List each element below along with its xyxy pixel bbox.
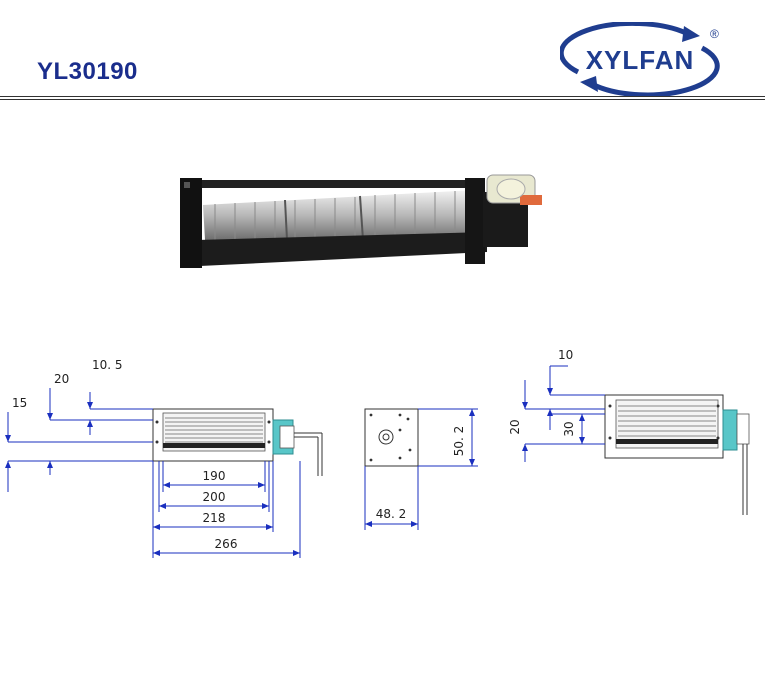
side-view: 10 20 30 [508, 348, 750, 515]
xylfan-logo: XYLFAN ® [560, 22, 720, 96]
technical-drawing: 10. 5 20 15 190 200 218 266 [5, 348, 750, 558]
crossflow-fan-photo [180, 174, 542, 268]
dim-190: 190 [203, 469, 226, 483]
end-view: 50. 2 48. 2 [364, 408, 478, 530]
model-number: YL30190 [37, 58, 138, 85]
dim-10-side: 10 [558, 348, 573, 362]
dim-48-2: 48. 2 [376, 507, 407, 521]
dim-10-5: 10. 5 [92, 358, 123, 372]
header-rule-top [0, 96, 765, 97]
dim-200: 200 [203, 490, 226, 504]
logo-text: XYLFAN [586, 45, 695, 75]
dim-20-side: 20 [508, 419, 522, 434]
dim-218: 218 [203, 511, 226, 525]
dim-266: 266 [215, 537, 238, 551]
dim-15: 15 [12, 396, 27, 410]
header-rule-bottom [0, 99, 765, 100]
dim-50-2: 50. 2 [452, 426, 466, 457]
registered-mark: ® [710, 27, 719, 41]
front-view: 10. 5 20 15 190 200 218 266 [5, 358, 323, 558]
dim-20-front: 20 [54, 372, 69, 386]
dim-30-side: 30 [562, 421, 576, 436]
